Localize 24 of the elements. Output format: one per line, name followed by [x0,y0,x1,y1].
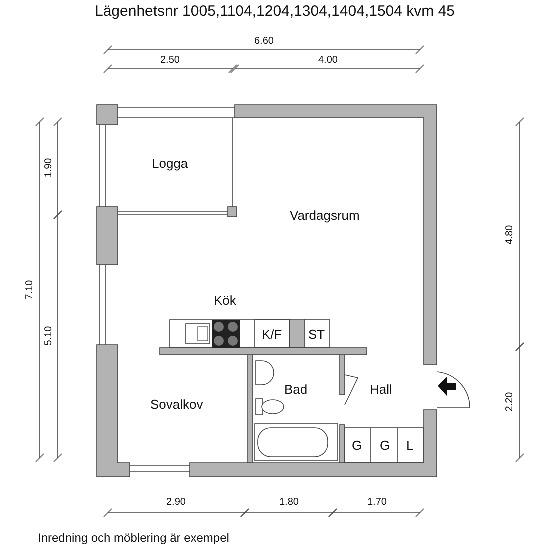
fixture-label: G [352,438,362,452]
title: Lägenhetsnr 1005,1104,1204,1304,1404,1504 kvm 45 [94,3,456,20]
dimension-label: 1.90 [44,158,54,178]
room-label: Sovalkov [150,398,204,410]
dimension-label: 6.60 [254,37,274,47]
dimension-label: 1.70 [368,498,387,508]
room-label: Logga [152,156,188,170]
room-label: Kök [214,294,236,306]
dimension-label: 2.90 [166,498,186,508]
fixture-label: K/F [262,328,282,340]
caption: Inredning och möblering är exempel [38,532,230,544]
dimension-label: 7.10 [25,280,36,300]
room-label: Bad [284,382,308,396]
fixture-label: ST [308,328,326,340]
dimension-label: 4.00 [318,56,338,66]
dimension-label: 2.20 [505,392,516,412]
fixture-label: L [406,438,414,452]
dimension-label: 2.50 [160,56,180,66]
room-label: Vardagsrum [290,208,360,222]
dimension-label: 4.80 [505,225,516,245]
dimension-label: 5.10 [44,326,54,346]
dimension-label: 1.80 [280,498,299,508]
fixture-label: G [380,438,390,452]
room-label: Hall [370,382,392,396]
